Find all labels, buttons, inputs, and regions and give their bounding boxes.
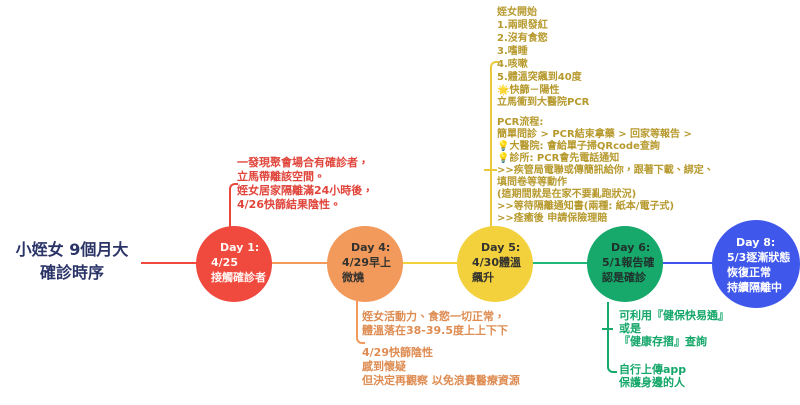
- page-title: 小姪女 9個月大 確診時序: [2, 238, 142, 284]
- timeline-node-day5: Day 5: 4/30體溫 飆升: [457, 226, 533, 302]
- note-day6-upload-app: 自行上傳app 保護身邊的人: [619, 363, 687, 389]
- note-day6-query-apps: 可利用『健保快易通』 或是 『健康存摺』查詢: [619, 309, 729, 348]
- node-day6-label: Day 6: 5/1報告確 認是確診: [602, 241, 655, 284]
- timeline-segment-day6-day8: [661, 262, 714, 264]
- note-day5-symptoms: 姪女開始 1.兩眼發紅 2.沒有食慾 3.嗜睡 4.咳嗽 5.體溫突飆到40度 …: [497, 7, 582, 96]
- node-day8-label: Day 8: 5/3逐漸狀態 恢復正常 持續隔離中: [727, 236, 791, 294]
- connector-day5-tick: [484, 169, 497, 171]
- connector-day6-note: [607, 302, 617, 373]
- timeline-node-day8: Day 8: 5/3逐漸狀態 恢復正常 持續隔離中: [712, 220, 800, 308]
- note-day4-condition: 姪女活動力、食慾一切正常， 體溫落在38-39.5度上上下下: [362, 310, 509, 337]
- timeline-node-day4: Day 4: 4/29早上 微燒: [327, 226, 403, 302]
- timeline-segment-start: [141, 262, 198, 264]
- timeline-segment-day1-day4: [271, 262, 329, 264]
- timeline-segment-day5-day6: [531, 262, 589, 264]
- timeline-node-day1: Day 1: 4/25 接觸確診者: [196, 226, 272, 302]
- node-day5-label: Day 5: 4/30體溫 飆升: [472, 241, 521, 284]
- timeline-segment-day4-day5: [401, 262, 459, 264]
- connector-day1-note: [229, 183, 238, 227]
- note-day5-pcr-rush: 立馬衝到大醫院PCR: [497, 97, 590, 108]
- connector-day5-note: [490, 61, 499, 227]
- connector-day4-note: [356, 301, 365, 344]
- note-day1-isolation: 一發現聚會場合有確診者， 立馬帶離該空間。 姪女居家隔離滿24小時後， 4/26…: [237, 156, 374, 211]
- node-day1-label: Day 1: 4/25 接觸確診者: [211, 241, 266, 284]
- note-day4-rapid-test: 4/29快篩陰性 感到懷疑 但決定再觀察 以免浪費醫療資源: [362, 346, 520, 387]
- page-title-line2: 確診時序: [39, 263, 104, 282]
- connector-day6-tick: [602, 328, 613, 330]
- node-day4-label: Day 4: 4/29早上 微燒: [342, 241, 391, 284]
- timeline-node-day6: Day 6: 5/1報告確 認是確診: [587, 226, 663, 302]
- note-day5-pcr-process: PCR流程: 簡單問診 > PCR結束拿藥 > 回家等報告 > 💡大醫院: 會給…: [497, 117, 714, 224]
- page-title-line1: 小姪女 9個月大: [15, 240, 129, 259]
